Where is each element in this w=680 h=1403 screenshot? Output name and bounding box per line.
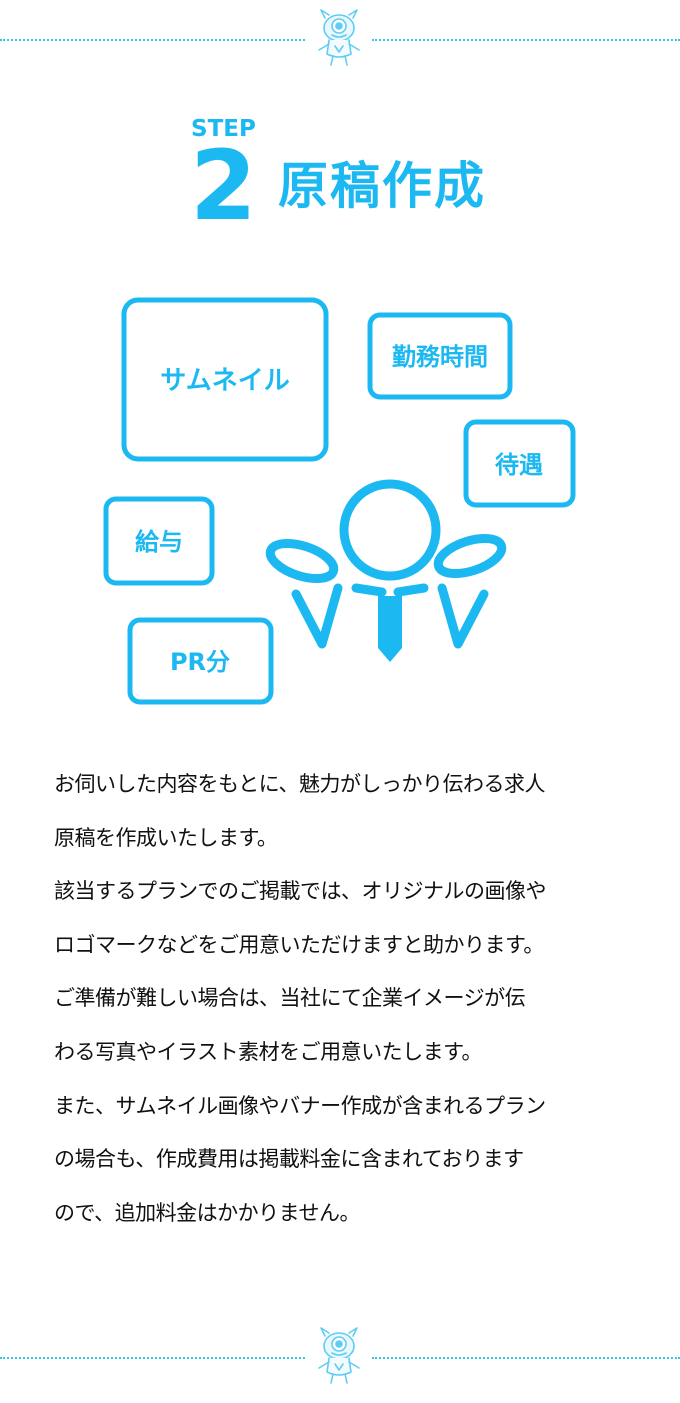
person-shrugging-icon: [265, 479, 507, 649]
description-line: ロゴマークなどをご用意いただけますと助かります。: [54, 932, 544, 957]
working-hours-label: 勤務時間: [392, 343, 488, 371]
description-line: わる写真やイラスト素材をご用意いたします。: [54, 1039, 482, 1064]
description-line: ご準備が難しい場合は、当社にて企業イメージが伝: [54, 986, 526, 1011]
description-line: ので、追加料金はかかりません。: [54, 1200, 361, 1225]
pr-box: [127, 617, 274, 705]
working-hours-box: [367, 312, 513, 400]
divider-line-left: [0, 39, 305, 41]
description-line: 原稿を作成いたします。: [54, 825, 278, 850]
description: お伺いした内容をもとに、魅力がしっかり伝わる求人 原稿を作成いたします。 該当す…: [54, 758, 634, 1240]
salary-label: 給与: [135, 528, 183, 556]
illustration: サムネイル 勤務時間 待遇 給与 PR分: [103, 297, 576, 705]
thumbnail-label: サムネイル: [160, 366, 289, 396]
description-line: の場合も、作成費用は掲載料金に含まれております: [54, 1147, 524, 1172]
divider-line-right: [372, 1357, 680, 1359]
top-divider: [0, 0, 680, 70]
step-title: 原稿作成: [278, 157, 486, 215]
bottom-divider: [0, 1318, 680, 1388]
mascot-icon: [318, 9, 360, 66]
divider-line-right: [372, 39, 680, 41]
divider-line-left: [0, 1357, 305, 1359]
pr-label: PR分: [170, 648, 230, 676]
description-line: 該当するプランでのご掲載では、オリジナルの画像や: [54, 879, 547, 904]
benefits-box: [463, 419, 576, 508]
step-number: 2: [190, 130, 257, 242]
benefits-label: 待遇: [495, 451, 543, 479]
salary-box: [103, 496, 215, 586]
thumbnail-box: [121, 297, 329, 462]
mascot-icon: [318, 1327, 360, 1384]
step-label: STEP: [191, 116, 256, 142]
tie-icon: [378, 596, 402, 662]
description-line: また、サムネイル画像やバナー作成が含まれるプラン: [54, 1093, 546, 1118]
description-line: お伺いした内容をもとに、魅力がしっかり伝わる求人: [54, 772, 545, 796]
